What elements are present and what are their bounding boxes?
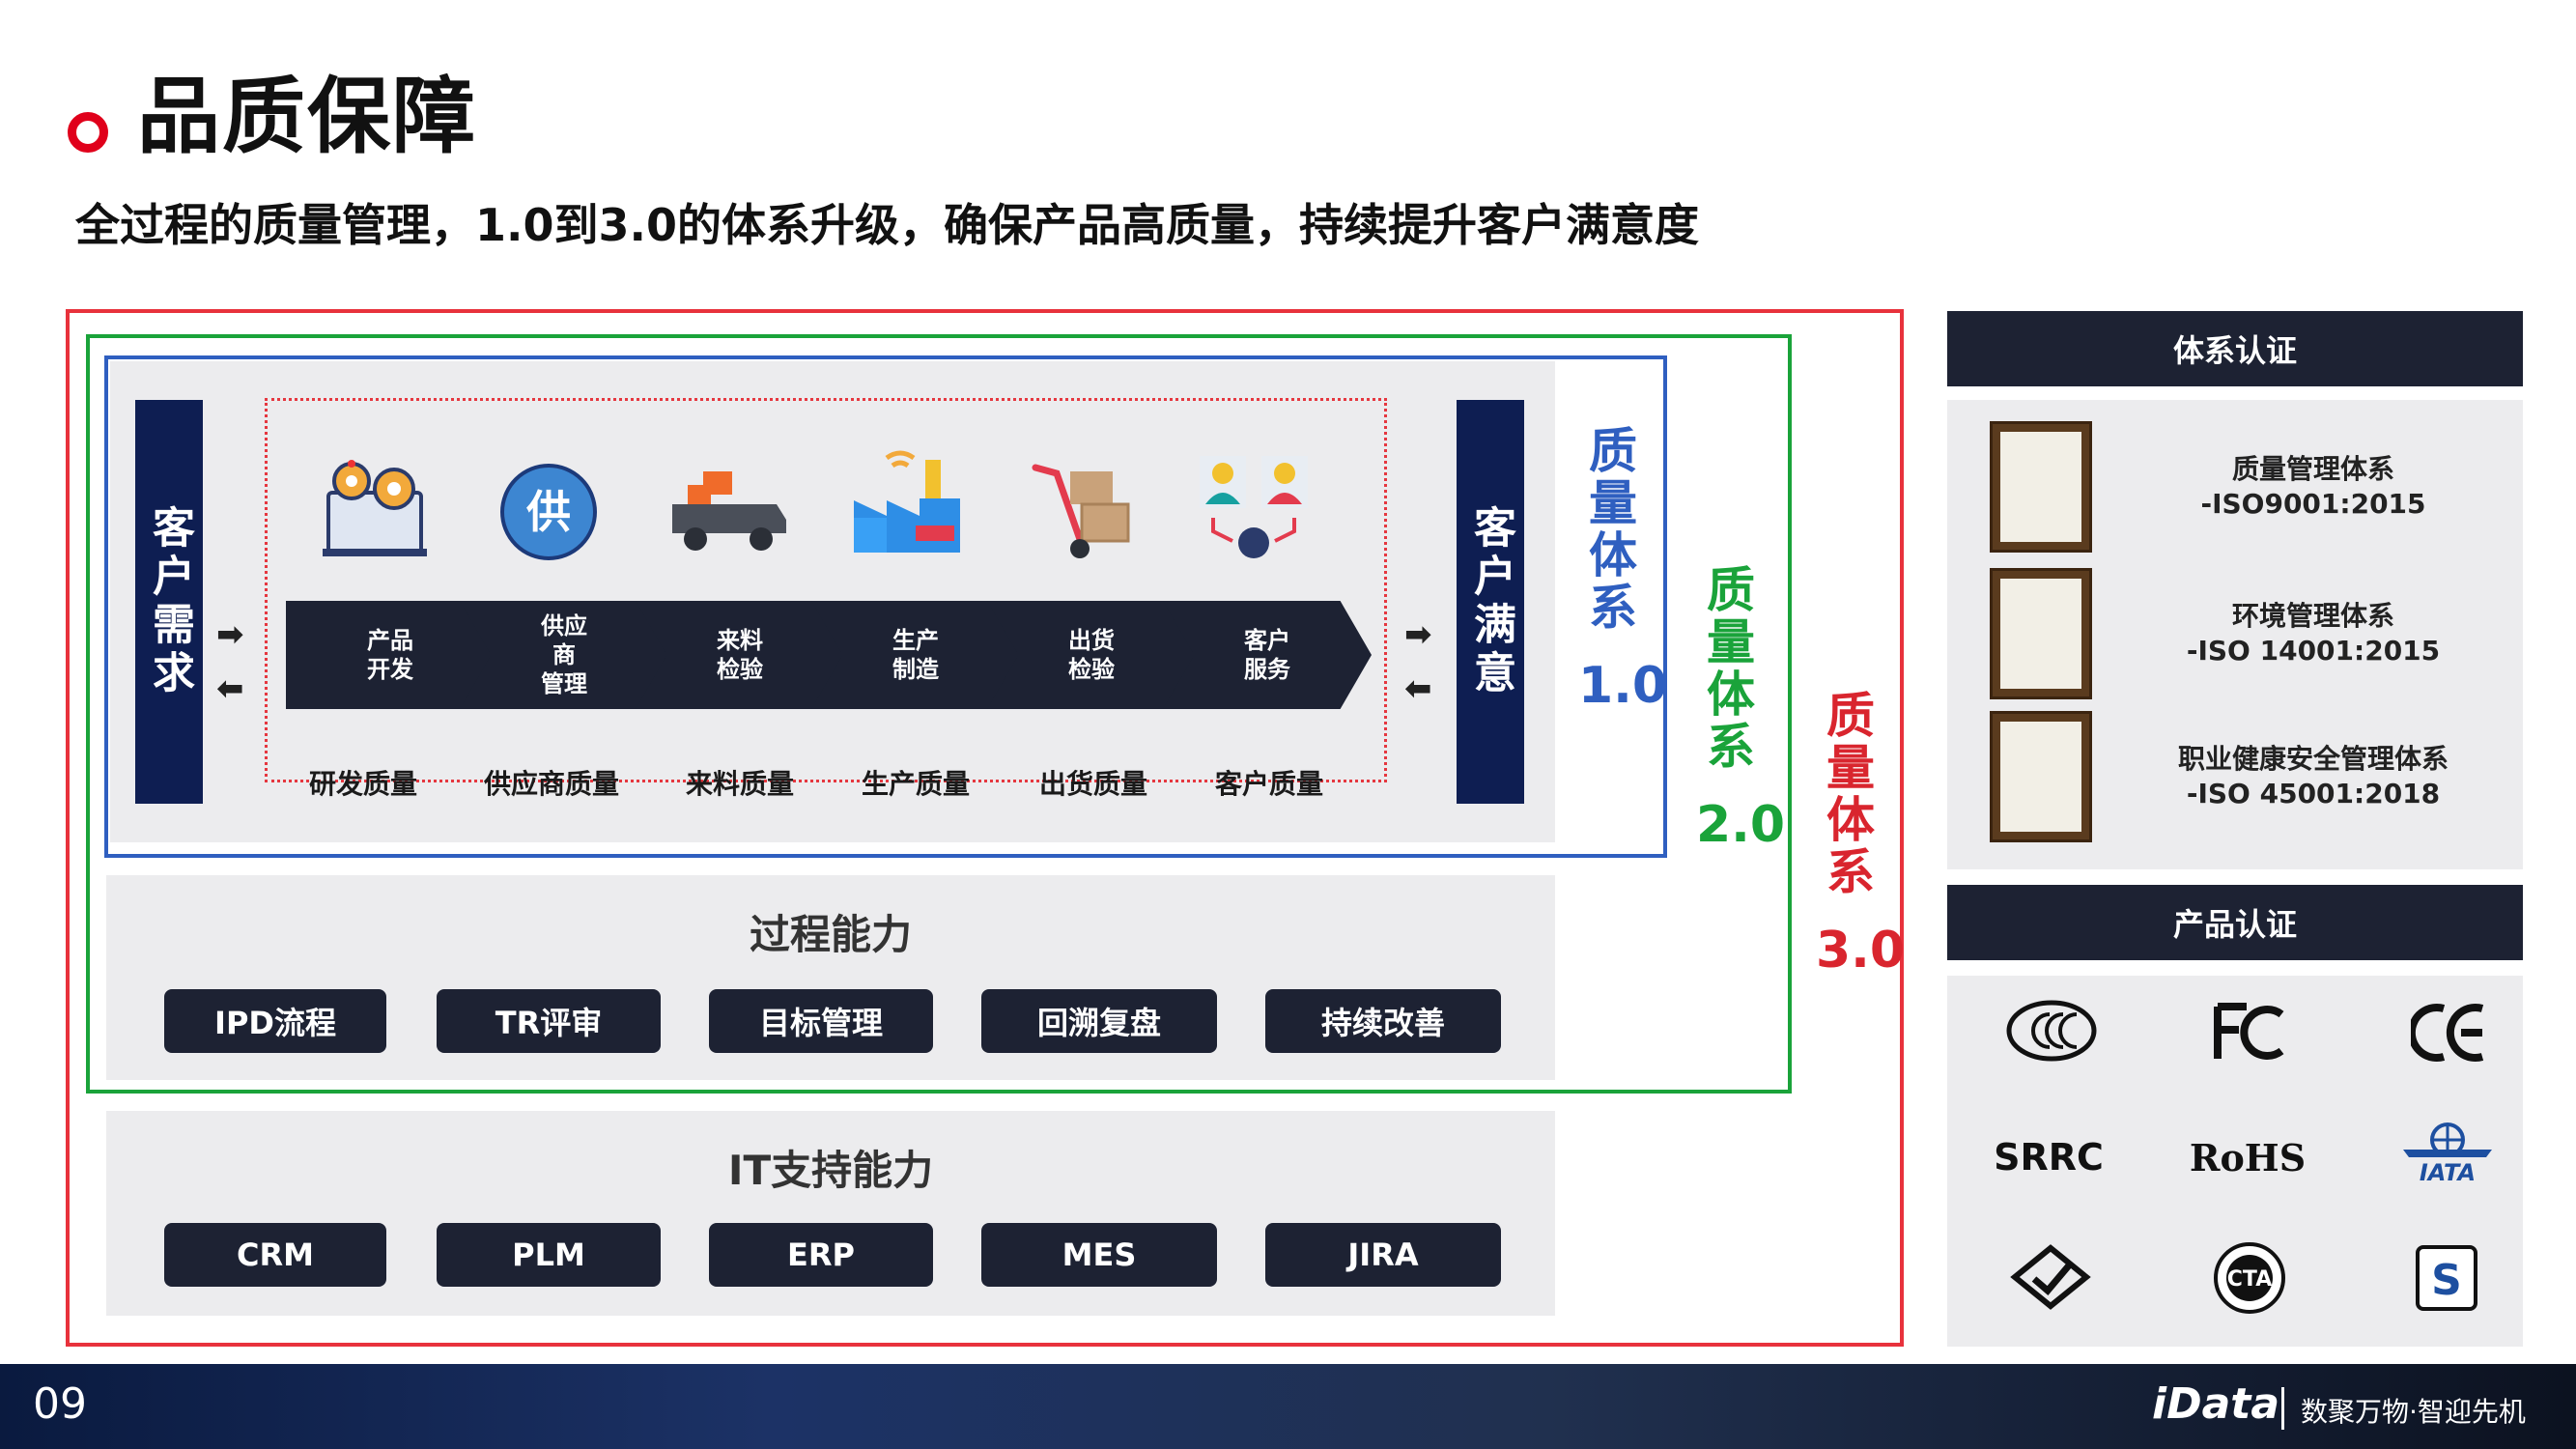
flow-step-incoming-inspection: 来料 检验: [636, 601, 844, 709]
rcm-logo-icon: [2010, 1244, 2091, 1310]
quality-system-2-label: 质量体系 2.0: [1696, 564, 1786, 854]
certificate-image: [1990, 711, 2092, 842]
quality-system-1-frame: [104, 355, 1667, 858]
quality-label: 研发质量: [308, 768, 417, 800]
quality-system-3-frame: [66, 309, 1904, 1347]
customer-demand-label: 客户需求: [145, 505, 194, 698]
process-item: IPD流程: [164, 989, 386, 1053]
quality-label: 出货质量: [1038, 768, 1147, 800]
it-item: MES: [981, 1223, 1217, 1287]
ccc-logo-icon: [2006, 1000, 2097, 1062]
it-item: PLM: [437, 1223, 661, 1287]
service-icon: [1200, 456, 1308, 558]
supply-icon: 供: [500, 464, 597, 560]
it-item: CRM: [164, 1223, 386, 1287]
footer-divider: [2281, 1387, 2284, 1430]
page-title: 品质保障: [137, 69, 477, 165]
arrow-left-icon: ⬅: [1404, 669, 1432, 708]
quality-system-1-label: 质量体系 1.0: [1578, 425, 1668, 715]
product-cert-header: 产品认证: [1947, 885, 2523, 960]
flow-step-outgoing-inspection: 出货 检验: [987, 601, 1196, 709]
process-item: 回溯复盘: [981, 989, 1217, 1053]
page-number: 09: [33, 1379, 87, 1429]
quality-system-2-frame: [86, 334, 1792, 1094]
flow-step-manufacturing: 生产 制造: [811, 601, 1020, 709]
it-item: JIRA: [1265, 1223, 1501, 1287]
arrow-right-icon: ➡: [1404, 615, 1432, 654]
flow-step-supplier-mgmt: 供应 商 管理: [460, 601, 668, 709]
footer-bar: [0, 1364, 2576, 1449]
quality-label: 供应商质量: [483, 768, 619, 800]
cart-icon: [1032, 464, 1130, 558]
truck-icon: [672, 471, 786, 551]
quality-system-3-label: 质量体系 3.0: [1816, 690, 1906, 980]
quality-dotted-box: [265, 398, 1387, 782]
customer-satisfaction-column: 客户满意: [1457, 400, 1524, 804]
svg-text:CTA: CTA: [2227, 1267, 2272, 1292]
cert-item: 职业健康安全管理体系 -ISO 45001:2018: [2177, 743, 2449, 810]
certificate-image: [1990, 421, 2092, 553]
brand-tagline: 数聚万物·智迎先机: [2301, 1396, 2526, 1428]
cta-logo-icon: CTA: [2214, 1242, 2285, 1314]
rohs-logo: RoHS: [2189, 1136, 2307, 1179]
title-bullet-icon: [68, 112, 108, 153]
customer-demand-column: 客户需求: [135, 400, 203, 804]
brand-logo: iData: [2152, 1379, 2280, 1429]
fc-logo-icon: [2214, 1003, 2284, 1060]
cert-item: 环境管理体系 -ISO 14001:2015: [2186, 600, 2441, 668]
factory-icon: [854, 450, 960, 553]
supply-glyph: 供: [526, 486, 571, 538]
quality-label: 来料质量: [685, 768, 794, 800]
certificate-image: [1990, 568, 2092, 699]
svg-text:IATA: IATA: [2420, 1159, 2476, 1184]
cert-item: 质量管理体系 -ISO9001:2015: [2200, 453, 2426, 521]
process-title: 过程能力: [749, 911, 912, 958]
s-mark-logo-icon: S: [2416, 1245, 2477, 1311]
arrow-left-icon: ⬅: [216, 669, 244, 708]
srrc-logo: SRRC: [1994, 1136, 2104, 1179]
it-title: IT支持能力: [727, 1147, 934, 1194]
svg-text:S: S: [2431, 1256, 2462, 1305]
quality-label: 生产质量: [861, 768, 970, 800]
flow-step-product-dev: 产品 开发: [286, 601, 495, 709]
arrow-right-icon: ➡: [216, 615, 244, 654]
process-item: 目标管理: [709, 989, 933, 1053]
flow-step-customer-service: 客户 服务: [1163, 601, 1372, 709]
customer-satisfaction-label: 客户满意: [1466, 505, 1515, 698]
gears-icon: [323, 460, 427, 556]
it-item: ERP: [709, 1223, 933, 1287]
system-cert-header: 体系认证: [1947, 311, 2523, 386]
quality-label: 客户质量: [1214, 768, 1323, 800]
process-item: 持续改善: [1265, 989, 1501, 1053]
ce-logo-icon: [2411, 1004, 2484, 1062]
process-item: TR评审: [437, 989, 661, 1053]
page-subtitle: 全过程的质量管理，1.0到3.0的体系升级，确保产品高质量，持续提升客户满意度: [75, 199, 1699, 251]
iata-logo-icon: IATA: [2403, 1122, 2492, 1184]
